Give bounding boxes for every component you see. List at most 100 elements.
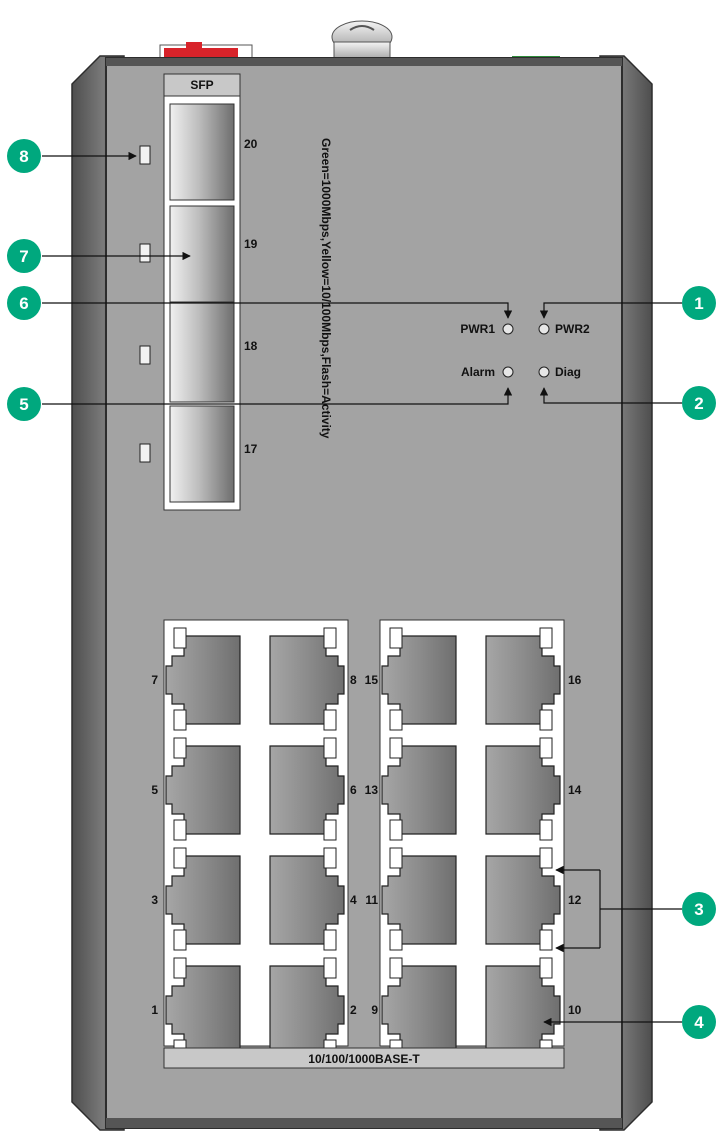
- rj45-led-bottom: [539, 929, 553, 951]
- rj45-socket: [381, 635, 457, 725]
- rj45-led-top: [173, 737, 187, 759]
- rj45-port-7[interactable]: 7: [151, 627, 241, 731]
- rj45-led-top: [389, 627, 403, 649]
- sfp-port-label-19: 19: [244, 237, 258, 251]
- rj45-port-label: 7: [151, 673, 158, 687]
- diag-label: Diag: [555, 365, 581, 379]
- pwr1-led: [502, 323, 514, 335]
- power-terminal-tab: [186, 42, 202, 50]
- rj45-port-label: 6: [350, 783, 357, 797]
- sfp-area: SFP 20 19 18 17: [139, 73, 258, 511]
- rj45-port-6[interactable]: 6: [269, 737, 357, 841]
- callout-4: 4: [694, 1013, 704, 1032]
- callout-5-circle: [7, 387, 41, 421]
- base-t-label: 10/100/1000BASE-T: [308, 1052, 420, 1066]
- rj45-led-top: [173, 627, 187, 649]
- rj45-led-top: [323, 737, 337, 759]
- pwr2-led: [538, 323, 550, 335]
- rj45-led-top: [173, 957, 187, 979]
- rj45-port-9[interactable]: 9: [371, 957, 457, 1061]
- sfp-port-20[interactable]: [169, 103, 235, 201]
- sfp-port-label-17: 17: [244, 442, 258, 456]
- callouts: 8 7 6 5 1 2 3 4: [7, 139, 716, 1039]
- rj45-port-12[interactable]: 12: [485, 847, 582, 951]
- callout-1: 1: [694, 294, 703, 313]
- leader-6: [42, 302, 513, 319]
- rj45-led-bottom: [323, 709, 337, 731]
- sfp-led-20: [139, 145, 151, 165]
- rj45-port-16[interactable]: 16: [485, 627, 582, 731]
- rj45-port-8[interactable]: 8: [269, 627, 357, 731]
- callout-1-circle: [682, 286, 716, 320]
- rj45-socket: [381, 855, 457, 945]
- sfp-led-19: [139, 243, 151, 263]
- callout-2-circle: [682, 386, 716, 420]
- rj45-port-15[interactable]: 15: [365, 627, 457, 731]
- rj45-port-10[interactable]: 10: [485, 957, 582, 1061]
- pwr1-label: PWR1: [460, 322, 495, 336]
- callout-6: 6: [19, 294, 28, 313]
- rj45-port-label: 5: [151, 783, 158, 797]
- callout-3: 3: [694, 900, 703, 919]
- sfp-port-17[interactable]: [169, 405, 235, 503]
- led-legend: Green=1000Mbps,Yellow=10/100Mbps,Flash=A…: [319, 138, 333, 439]
- rj45-port-4[interactable]: 4: [269, 847, 357, 951]
- front-panel-top-edge: [106, 58, 622, 66]
- rj45-led-top: [539, 847, 553, 869]
- rj45-port-label: 8: [350, 673, 357, 687]
- rj45-led-bottom: [323, 929, 337, 951]
- rj45-socket: [165, 635, 241, 725]
- rj45-led-bottom: [173, 929, 187, 951]
- callout-2: 2: [694, 394, 703, 413]
- rj45-led-top: [539, 737, 553, 759]
- sfp-port-label-20: 20: [244, 137, 258, 151]
- rj45-port-label: 16: [568, 673, 582, 687]
- system-leds: PWR1 PWR2 Alarm Diag: [460, 322, 590, 379]
- diag-led: [538, 366, 550, 378]
- rj45-port-3[interactable]: 3: [151, 847, 241, 951]
- callout-3-circle: [682, 892, 716, 926]
- rj45-led-bottom: [389, 819, 403, 841]
- rj45-led-bottom: [539, 709, 553, 731]
- callout-8: 8: [19, 147, 28, 166]
- leader-5: [42, 387, 513, 405]
- rj45-port-label: 14: [568, 783, 582, 797]
- callout-4-circle: [682, 1005, 716, 1039]
- sfp-led-18: [139, 345, 151, 365]
- rj45-led-bottom: [539, 819, 553, 841]
- chassis: [71, 55, 653, 1131]
- rj45-port-label: 3: [151, 893, 158, 907]
- rj45-port-11[interactable]: 11: [365, 847, 457, 951]
- rj45-port-label: 13: [365, 783, 379, 797]
- leader-lines: [42, 151, 682, 1027]
- rj45-port-label: 15: [365, 673, 379, 687]
- sfp-led-17: [139, 443, 151, 463]
- callout-7-circle: [7, 239, 41, 273]
- rj45-led-bottom: [323, 819, 337, 841]
- rj45-led-top: [389, 847, 403, 869]
- sfp-port-18[interactable]: [169, 301, 235, 403]
- rj45-port-13[interactable]: 13: [365, 737, 457, 841]
- rj45-port-label: 1: [151, 1003, 158, 1017]
- sfp-port-19[interactable]: [169, 205, 235, 303]
- rj45-led-bottom: [389, 929, 403, 951]
- rj45-port-label: 9: [371, 1003, 378, 1017]
- rj45-port-label: 12: [568, 893, 582, 907]
- sfp-title: SFP: [190, 78, 213, 92]
- rj45-led-top: [389, 737, 403, 759]
- rj45-led-top: [539, 627, 553, 649]
- rj45-port-14[interactable]: 14: [485, 737, 582, 841]
- leader-2: [539, 387, 682, 404]
- base-t-plate: [163, 1047, 565, 1069]
- alarm-label: Alarm: [461, 365, 495, 379]
- rj45-port-5[interactable]: 5: [151, 737, 241, 841]
- callout-8-circle: [7, 139, 41, 173]
- rj45-led-top: [539, 957, 553, 979]
- rj45-socket: [381, 745, 457, 835]
- sfp-port-label-18: 18: [244, 339, 258, 353]
- rj45-led-top: [323, 957, 337, 979]
- rj45-led-bottom: [173, 819, 187, 841]
- leader-1: [539, 302, 682, 319]
